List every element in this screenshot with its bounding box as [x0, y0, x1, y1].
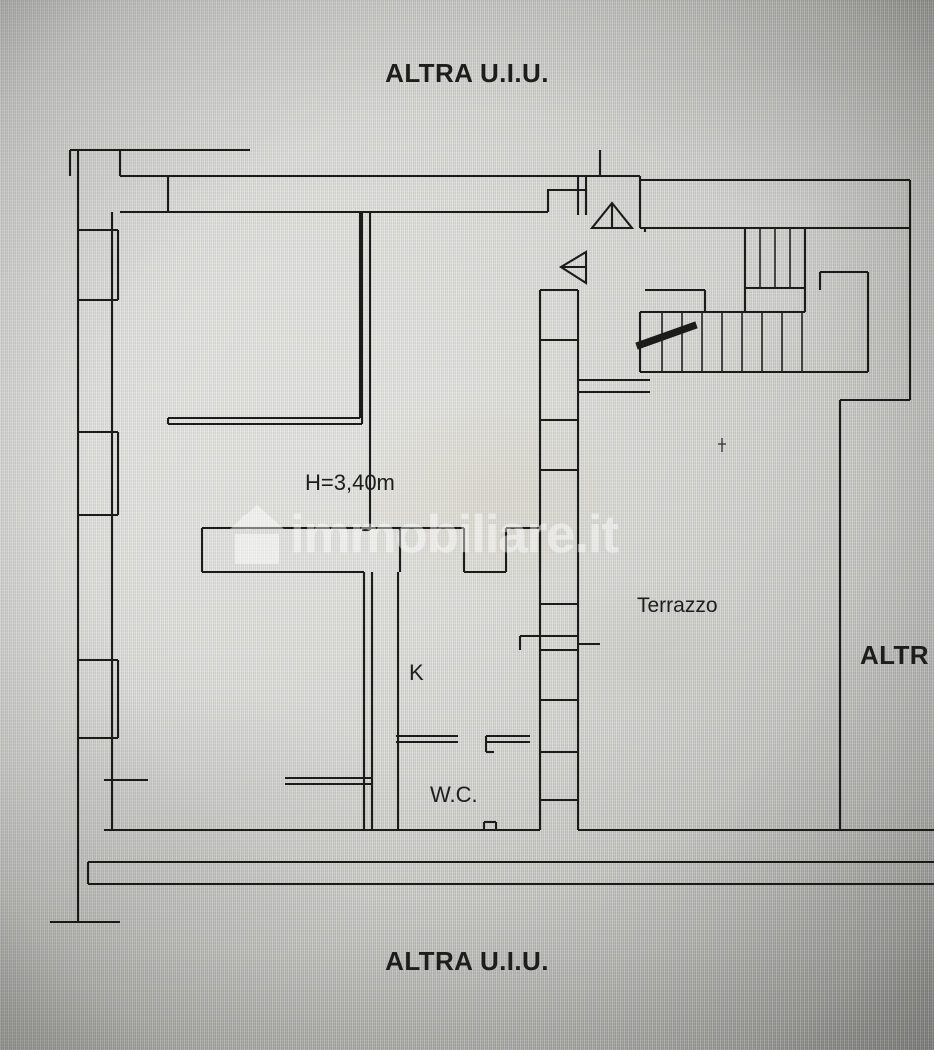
label-altra-uiu-right: ALTR: [860, 640, 929, 670]
right-exterior-wall: [578, 174, 934, 832]
label-altra-uiu-top: ALTRA U.I.U.: [385, 58, 549, 88]
terrace-marks: [718, 438, 726, 452]
label-altra-uiu-bottom: ALTRA U.I.U.: [385, 946, 549, 976]
upper-left-room-partition: [120, 210, 364, 426]
kitchen-bathroom-partition: [285, 572, 540, 832]
left-interior-wall-face: [104, 212, 372, 832]
label-terrazzo: Terrazzo: [637, 594, 718, 617]
bottom-boundary-line: [50, 860, 934, 924]
central-spine-wall: [362, 212, 372, 532]
label-ceiling-height: H=3,40m: [305, 470, 395, 495]
direction-arrow-left-icon: [559, 250, 588, 285]
direction-arrow-up-icon: [589, 201, 635, 230]
label-kitchen: K: [409, 660, 424, 685]
terrace-boundary-wall: [518, 176, 650, 830]
label-bathroom: W.C.: [430, 782, 478, 807]
staircase: [635, 178, 912, 400]
